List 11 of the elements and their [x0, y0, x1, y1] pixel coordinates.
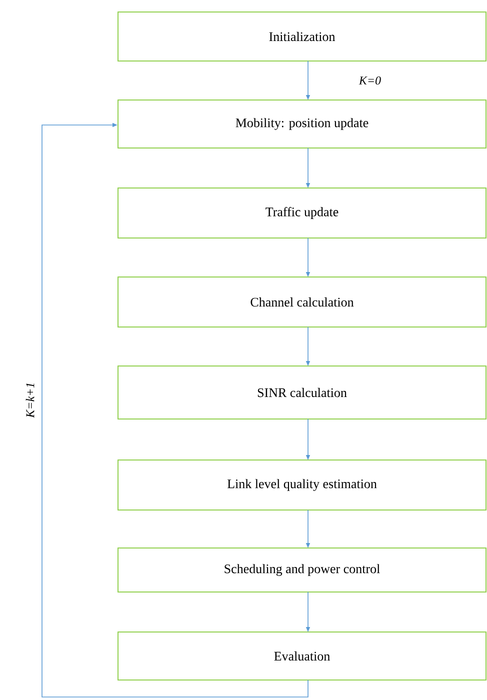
edge-label: K=k+1 [26, 384, 34, 418]
process-box: Traffic update [118, 188, 486, 238]
process-box: Evaluation [118, 632, 486, 680]
edge-label: K=0 [358, 76, 381, 85]
process-box: Mobility: position update [118, 100, 486, 148]
arrow [42, 122, 308, 698]
process-box: Link level quality estimation [118, 460, 486, 510]
process-box: SINR calculation [118, 366, 486, 420]
process-box: Channel calculation [118, 276, 486, 328]
process-box: Initialization [118, 12, 486, 62]
process-box: Scheduling and power control [118, 548, 486, 592]
